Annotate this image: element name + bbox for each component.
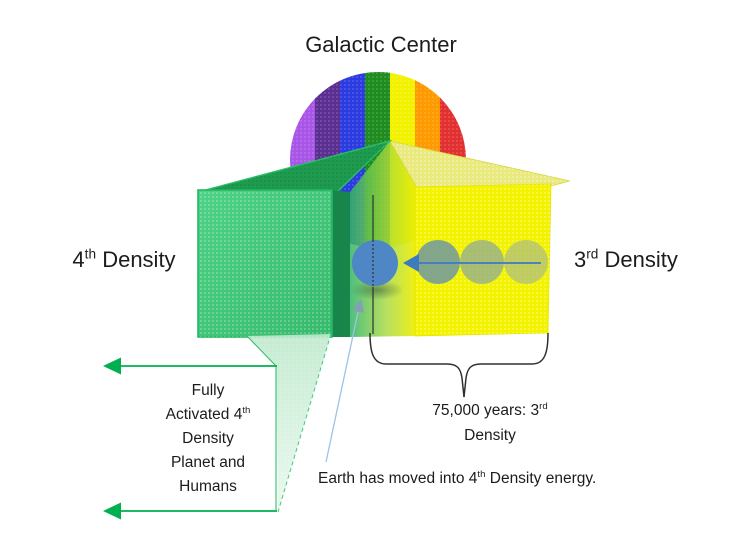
third-density-label: 3rd Density [574, 247, 734, 273]
annotation-line: Density [182, 430, 234, 447]
annotation-line: Density [464, 427, 516, 444]
pointer-line [325, 311, 359, 463]
density-word: Density [604, 247, 678, 272]
annotation-line: 75,000 years: 3rd [432, 400, 548, 419]
density-word: Density [102, 247, 176, 272]
left-arrow-icon [103, 357, 121, 375]
left-arrow-icon [403, 254, 419, 272]
annotation-line: Activated 4th [165, 404, 251, 423]
ordinal-suffix: rd [586, 246, 599, 262]
density-number: 4 [72, 247, 85, 272]
annotation-line: Humans [179, 478, 237, 495]
density-number: 3 [574, 247, 587, 272]
earth-circle [352, 240, 398, 286]
annotation-line: Planet and [170, 454, 246, 471]
duration-brace [369, 332, 549, 398]
green-box-side-face [332, 190, 350, 337]
beam-right-edge [277, 333, 332, 513]
duration-annotation: 75,000 years: 3rd Density [410, 398, 570, 448]
page-title: Galactic Center [305, 32, 457, 57]
earth-circle-shadow [350, 280, 404, 300]
faded-earth-circle-1 [416, 240, 460, 284]
up-arrow-icon [352, 299, 365, 313]
green-box-top-face [197, 139, 393, 193]
fully-activated-annotation: Fully Activated 4th Density Planet and H… [133, 379, 283, 499]
faded-earth-circle-3 [504, 240, 548, 284]
activated-zone-arrows [103, 357, 277, 520]
yellow-box-top-face [389, 140, 571, 189]
green-box-front-face [197, 189, 333, 338]
ordinal-suffix: th [84, 246, 97, 262]
annotation-line: Fully [191, 382, 225, 399]
earth-note-pointer [325, 299, 365, 463]
fourth-density-label: 4th Density [50, 247, 198, 273]
left-arrow-icon [103, 502, 121, 520]
faded-earth-circle-2 [460, 240, 504, 284]
